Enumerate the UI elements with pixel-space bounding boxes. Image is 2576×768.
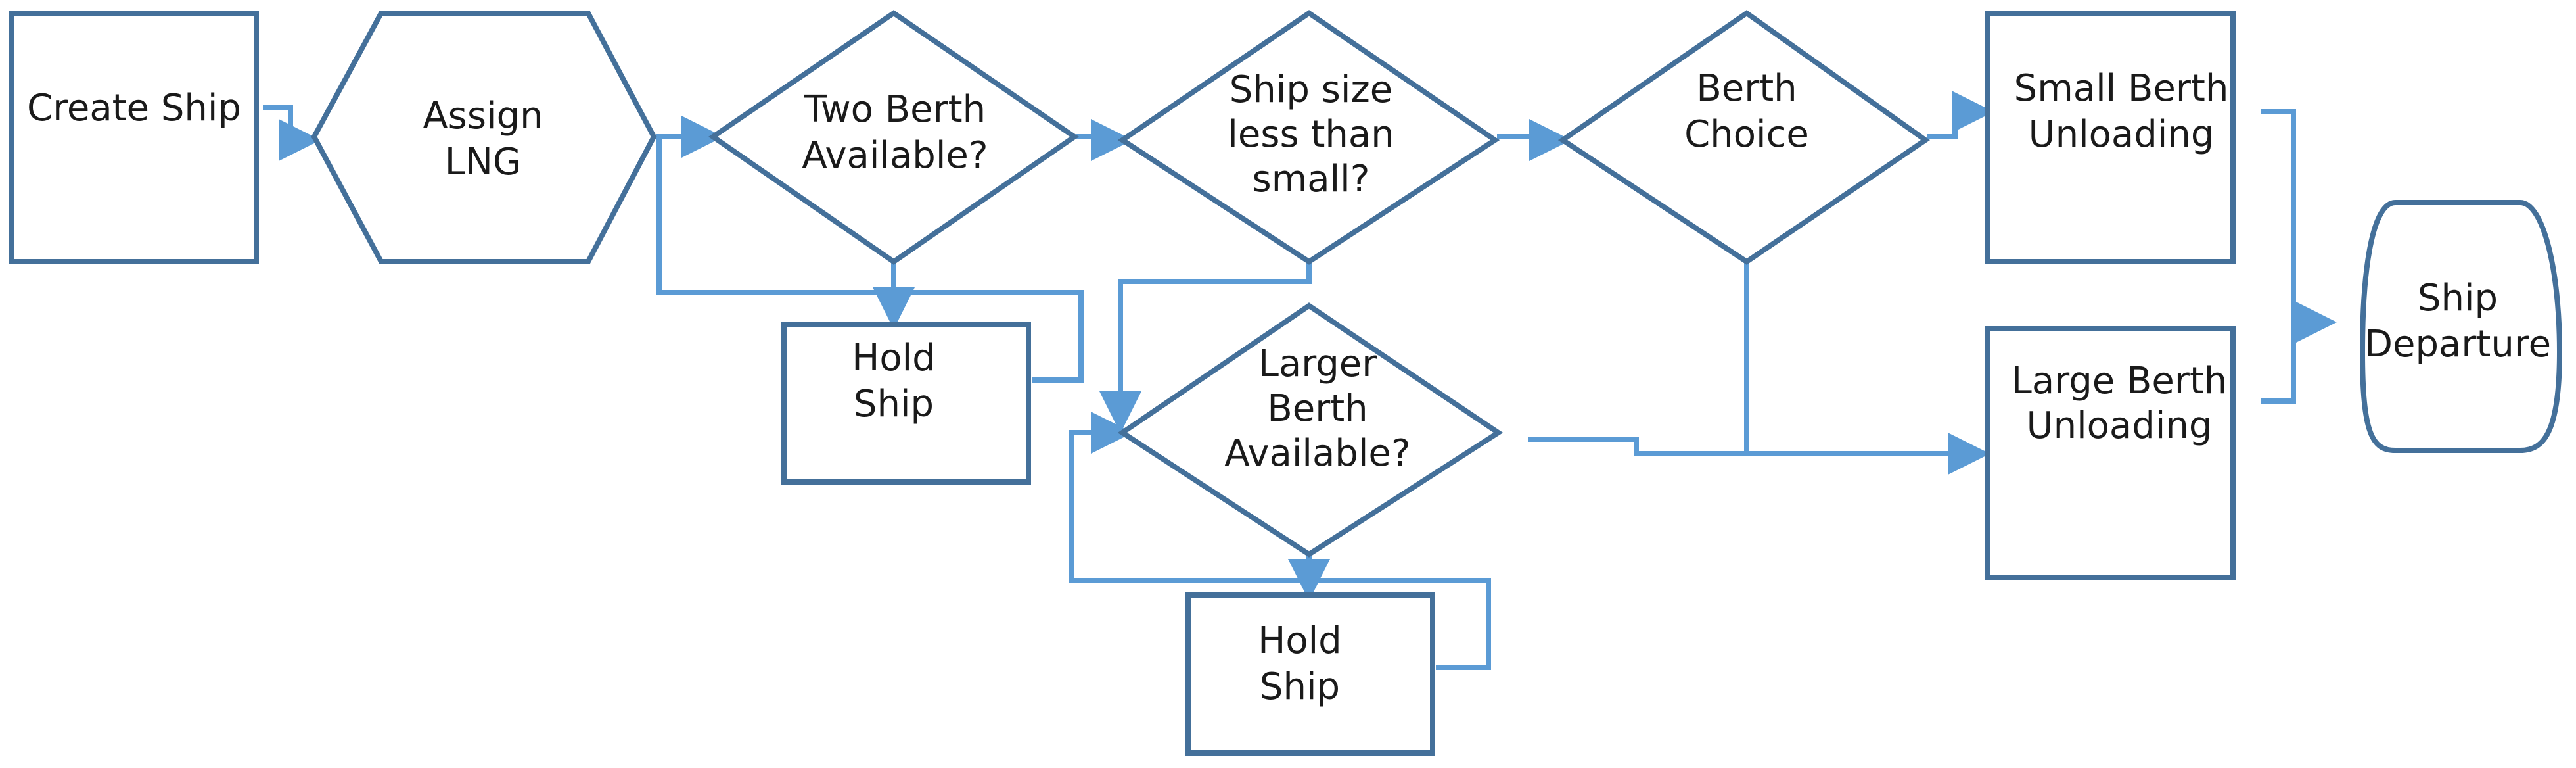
- hold-ship-1-node: Hold Ship: [781, 322, 1031, 485]
- ship-size-diamond: [1117, 10, 1500, 265]
- berth-choice-diamond: [1557, 10, 1931, 265]
- connector-berth-choice-to-large-berth: [1744, 262, 1990, 475]
- assign-lng-node: Assign LNG: [311, 11, 657, 264]
- connector-ship-size-to-berth-choice: [1497, 119, 1571, 161]
- large-berth-label-line2: Unloading: [2027, 404, 2213, 447]
- two-berth-decision: Two Berth Available?: [708, 10, 1080, 265]
- large-berth-node: Large Berth Unloading: [1985, 326, 2236, 580]
- small-berth-node: Small Berth Unloading: [1985, 11, 2236, 264]
- larger-berth-diamond: [1117, 302, 1504, 558]
- larger-berth-label-line2: Berth: [1267, 387, 1368, 430]
- large-berth-box: [1985, 326, 2236, 580]
- berth-choice-label-line1: Berth: [1696, 67, 1797, 110]
- small-berth-label-line2: Unloading: [2029, 113, 2215, 156]
- connector-create-to-assign: [263, 105, 321, 161]
- assign-lng-label-line1: Assign: [423, 95, 543, 137]
- connector-large-berth-to-departure: [2261, 322, 2296, 404]
- connector-two-berth-to-ship-size: [1076, 119, 1133, 161]
- hold-ship-2-box: [1185, 592, 1435, 756]
- ship-size-label-line1: Ship size: [1230, 68, 1393, 111]
- larger-berth-label-line1: Larger: [1258, 343, 1378, 385]
- connector-small-berth-to-departure: [2261, 109, 2337, 343]
- two-berth-label-line2: Available?: [802, 134, 988, 177]
- hold-ship-2-node: Hold Ship: [1185, 592, 1435, 756]
- larger-berth-decision: Larger Berth Available?: [1117, 302, 1504, 558]
- hold-ship-1-box: [781, 322, 1031, 485]
- hold-ship-1-label-line1: Hold: [852, 337, 935, 379]
- connector-hold-ship-1-loop: [656, 137, 1084, 383]
- ship-size-decision: Ship size less than small?: [1117, 10, 1500, 265]
- hold-ship-2-label-line2: Ship: [1260, 665, 1340, 708]
- hold-ship-2-label-line1: Hold: [1258, 619, 1341, 662]
- create-ship-node: Create Ship: [9, 11, 259, 264]
- berth-choice-decision: Berth Choice: [1557, 10, 1931, 265]
- ship-size-label-line3: small?: [1253, 158, 1370, 201]
- ship-size-label-line2: less than: [1228, 113, 1394, 156]
- connectors: [263, 91, 2337, 670]
- departure-node: Ship Departure: [2359, 200, 2563, 453]
- create-ship-label: Create Ship: [27, 87, 241, 130]
- departure-label-line2: Departure: [2364, 323, 2551, 366]
- small-berth-box: [1985, 11, 2236, 264]
- connector-berth-choice-to-small-berth: [1927, 91, 1994, 139]
- create-ship-box: [9, 11, 259, 264]
- berth-choice-label-line2: Choice: [1684, 113, 1809, 156]
- hold-ship-1-label-line2: Ship: [854, 383, 934, 425]
- assign-lng-label-line2: LNG: [445, 141, 521, 183]
- large-berth-label-line1: Large Berth: [2012, 360, 2228, 402]
- two-berth-label-line1: Two Berth: [804, 88, 986, 131]
- departure-label-line1: Ship: [2418, 277, 2498, 320]
- small-berth-label-line1: Small Berth: [2014, 67, 2229, 110]
- larger-berth-label-line3: Available?: [1224, 432, 1410, 475]
- connector-ship-size-to-larger-berth: [1099, 262, 1312, 433]
- departure-terminator: [2359, 200, 2563, 453]
- connector-hold-ship-2-loop: [1069, 412, 1491, 670]
- two-berth-diamond: [708, 10, 1080, 265]
- assign-lng-hexagon: [311, 11, 657, 264]
